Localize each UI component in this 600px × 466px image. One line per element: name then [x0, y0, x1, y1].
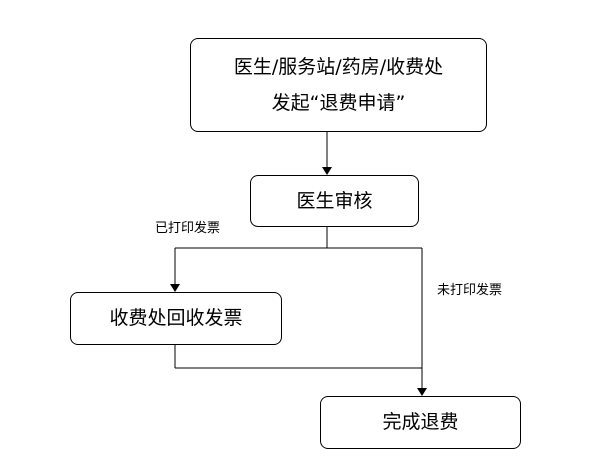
edge-label-not-printed: 未打印发票 — [437, 283, 503, 298]
node-collect-invoice-label: 收费处回收发票 — [109, 307, 243, 329]
node-refund-request: 医生/服务站/药房/收费处 发起“退费申请” — [190, 38, 487, 132]
node-collect-invoice: 收费处回收发票 — [70, 292, 282, 345]
node-doctor-review-label: 医生审核 — [296, 189, 373, 212]
node-complete-refund: 完成退费 — [320, 396, 521, 449]
edge-label-printed: 已打印发票 — [155, 221, 221, 236]
node-refund-request-line2: 发起“退费申请” — [271, 91, 406, 114]
node-refund-request-line1: 医生/服务站/药房/收费处 — [233, 55, 444, 78]
node-doctor-review: 医生审核 — [250, 175, 419, 227]
node-complete-refund-label: 完成退费 — [382, 411, 459, 433]
